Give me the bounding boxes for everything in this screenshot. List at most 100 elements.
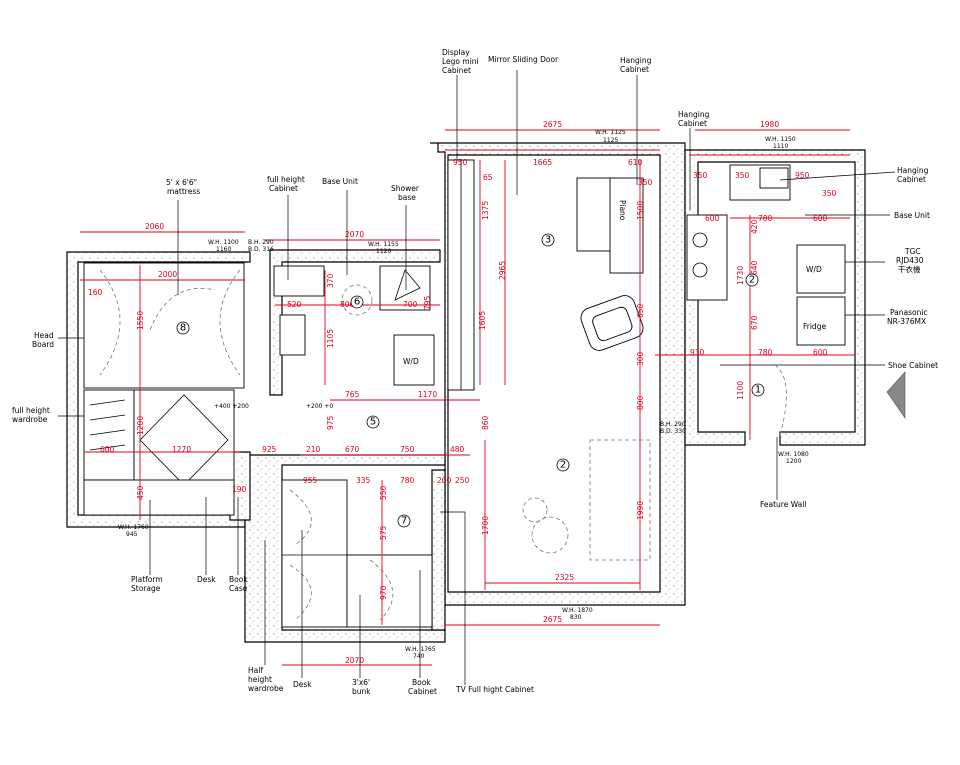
- svg-text:3: 3: [545, 235, 551, 246]
- window-tag: 1125: [603, 137, 618, 144]
- dim-2325: 2325: [555, 573, 574, 582]
- window-tag: W.H. 1765: [405, 646, 436, 653]
- svg-text:2: 2: [749, 275, 755, 286]
- svg-text:6: 6: [354, 297, 360, 308]
- dim-65: 65: [483, 173, 493, 182]
- label-full-height-wardrobe: full height: [12, 406, 50, 415]
- dim-1605: 1605: [478, 311, 487, 330]
- label-half-height-wardrobe: Half: [248, 666, 263, 675]
- dim-700: 700: [403, 300, 418, 309]
- dim-600-k2: 600: [813, 214, 828, 223]
- label-tgc: 干衣機: [898, 264, 921, 274]
- dimension-lines: [80, 129, 855, 666]
- window-tag: W.H. 1870: [562, 607, 593, 614]
- window-tag: 945: [126, 531, 138, 538]
- dim-200: 200: [437, 476, 452, 485]
- dim-950: 950: [453, 158, 468, 167]
- label-bunk: bunk: [352, 687, 371, 696]
- dim-1500: 1500: [636, 201, 645, 220]
- armchair: [580, 295, 644, 351]
- dim-350-d: 350: [822, 189, 837, 198]
- label-full-height-wardrobe: wardrobe: [12, 415, 48, 424]
- room-number: 2: [745, 273, 759, 287]
- label-book-cabinet: Cabinet: [408, 687, 437, 696]
- dim-550: 550: [379, 485, 388, 500]
- window-tag: W.H. 1155: [368, 241, 399, 248]
- room-number: 7: [397, 514, 411, 528]
- dim-1100: 1100: [736, 381, 745, 400]
- dim-420: 420: [750, 219, 759, 234]
- dim-975: 975: [326, 415, 335, 430]
- dim-2965: 2965: [498, 261, 507, 280]
- room-number: 5: [366, 415, 380, 429]
- dim-200-0: +200 +0: [306, 403, 333, 410]
- label-platform-storage: Platform: [131, 575, 163, 584]
- label-mattress: 5' x 6'6": [166, 178, 197, 187]
- label-desk-master: Desk: [197, 575, 216, 584]
- window-tag: B.H. 290: [248, 239, 274, 246]
- window-tag: 1200: [786, 458, 801, 465]
- label-shower-base: base: [398, 193, 416, 202]
- furniture: Piano W/D Fridge: [83, 159, 846, 628]
- dim-650: 650: [636, 303, 645, 318]
- dim-190: 190: [232, 485, 247, 494]
- dim-950-k: 950: [795, 171, 810, 180]
- dim-1550: 1550: [136, 311, 145, 330]
- dim-670: 670: [345, 445, 360, 454]
- window-tag: B.H. 290: [660, 421, 686, 428]
- label-book-case: Case: [229, 584, 248, 593]
- label-hanging-cabinet-top: Cabinet: [620, 65, 649, 74]
- dim-370: 370: [326, 273, 335, 288]
- label-mirror-sliding-door: Mirror Sliding Door: [488, 55, 559, 64]
- dim-780-k: 780: [758, 214, 773, 223]
- label-panasonic: Panasonic: [890, 308, 928, 317]
- label-full-height-cabinet: full height: [267, 175, 305, 184]
- label-desk-child: Desk: [293, 680, 312, 689]
- wd-bath-label: W/D: [403, 357, 419, 366]
- room-number: 6: [350, 295, 364, 309]
- window-tag: B.D. 316: [248, 246, 274, 253]
- dim-2060: 2060: [145, 222, 164, 231]
- label-base-unit-right: Base Unit: [894, 211, 930, 220]
- label-shower-base: Shower: [391, 184, 420, 193]
- dim-795: 795: [423, 295, 432, 310]
- dim-520: 520: [287, 300, 302, 309]
- piano-label: Piano: [618, 200, 627, 221]
- room-number: 3: [541, 233, 555, 247]
- dim-800: 800: [636, 395, 645, 410]
- label-display-lego: Lego mini: [442, 57, 479, 66]
- label-shoe-cabinet: Shoe Cabinet: [888, 361, 938, 370]
- entry-arrow-icon: [886, 371, 906, 419]
- dim-480: 480: [450, 445, 465, 454]
- dim-1375: 1375: [481, 201, 490, 220]
- dim-955: 955: [303, 476, 318, 485]
- dim-1665: 1665: [533, 158, 552, 167]
- leader-lines: [58, 70, 896, 685]
- dim-1105: 1105: [326, 329, 335, 348]
- svg-text:7: 7: [401, 516, 407, 527]
- door-swing: [774, 364, 787, 436]
- window-tag: W.H. 1760: [118, 524, 149, 531]
- dim-1170: 1170: [418, 390, 437, 399]
- label-head-board: Head: [34, 331, 54, 340]
- dim-300: 300: [636, 351, 645, 366]
- dim-335: 335: [356, 476, 371, 485]
- dim-600-m: 600: [100, 445, 115, 454]
- dim-250: 250: [455, 476, 470, 485]
- room-number: 2: [556, 458, 570, 472]
- dim-575: 575: [379, 525, 388, 540]
- window-tag: B.D. 330: [660, 428, 686, 435]
- dim-350-c: 350: [638, 178, 653, 187]
- label-full-height-cabinet: Cabinet: [269, 184, 298, 193]
- label-feature-wall: Feature Wall: [760, 500, 806, 509]
- dim-2070-bot: 2070: [345, 656, 364, 665]
- dim-860: 860: [481, 415, 490, 430]
- fridge-label: Fridge: [803, 322, 826, 331]
- label-book-cabinet: Book: [412, 678, 431, 687]
- window-tag: 1120: [376, 248, 391, 255]
- dim-750: 750: [400, 445, 415, 454]
- label-bunk: 3'x6': [352, 678, 370, 687]
- dim-600-k3: 600: [813, 348, 828, 357]
- label-base-unit-bath: Base Unit: [322, 177, 358, 186]
